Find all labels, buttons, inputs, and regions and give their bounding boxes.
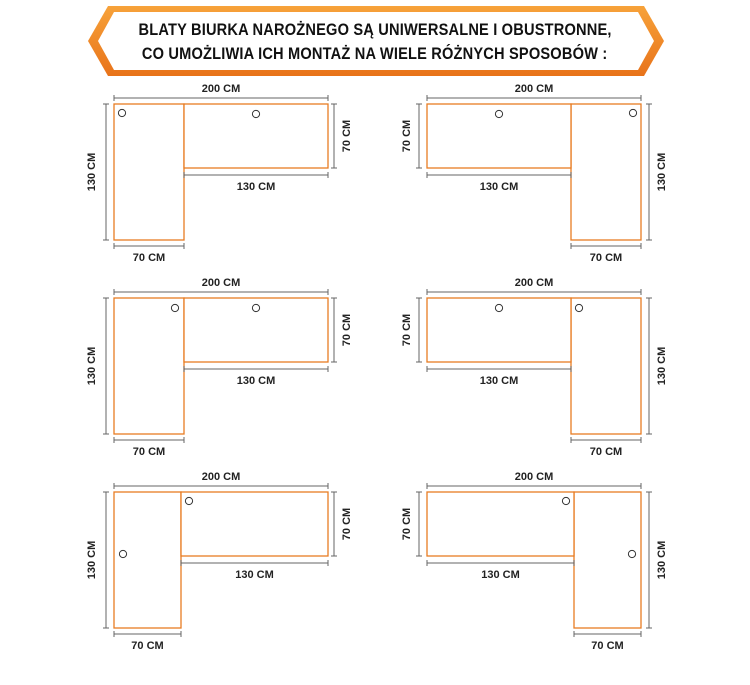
banner-line-1: BLATY BIURKA NAROŻNEGO SĄ UNIWERSALNE I … [138,20,612,39]
layout-2-dim-return-width-label: 70 CM [590,252,622,264]
layout-2-grommet-hole-2 [628,108,638,118]
layout-6-horizontal-panel [426,491,575,557]
banner-line-2: CO UMOŻLIWIA ICH MONTAŻ NA WIELE RÓŻNYCH… [142,44,608,63]
layout-4-grommet-hole-1 [494,303,504,313]
banner [88,6,664,76]
layout-2-vertical-panel [570,103,642,241]
layout-3-dim-depth-long-label: 130 CM [86,347,98,386]
layout-2-grommet-hole-1 [494,109,504,119]
layout-5-grommet-hole-2 [184,496,194,506]
layout-2-dim-total-width-label: 200 CM [515,83,554,95]
banner-text: BLATY BIURKA NAROŻNEGO SĄ UNIWERSALNE I … [110,12,640,72]
layout-1-grommet-hole-1 [117,108,127,118]
layout-1-dim-return-width-label: 70 CM [133,252,165,264]
layout-5-dim-depth-long-label: 130 CM [86,541,98,580]
layout-4-dim-depth-long-label: 130 CM [656,347,668,386]
layout-1-dim-total-width-label: 200 CM [202,83,241,95]
layout-4-dim-return-length-label: 130 CM [480,375,519,387]
layout-3-dim-return-length-label: 130 CM [237,375,276,387]
layout-3-grommet-hole-2 [251,303,261,313]
layout-6-dim-depth-short-label: 70 CM [401,508,413,540]
layout-3-dim-total-width-label: 200 CM [202,277,241,289]
layout-2-dim-depth-long-label: 130 CM [656,153,668,192]
layout-6-dim-return-width-label: 70 CM [591,640,623,652]
layout-4-dim-depth-short-label: 70 CM [401,314,413,346]
layout-1-dim-depth-short-label: 70 CM [341,120,353,152]
banner-inner [98,12,654,70]
layout-3-vertical-panel [113,297,185,435]
layout-6-dim-depth-long-label: 130 CM [656,541,668,580]
layout-4-dim-total-width-label: 200 CM [515,277,554,289]
layout-5-dim-return-length-label: 130 CM [235,569,274,581]
layout-3-grommet-hole-1 [170,303,180,313]
layout-4-grommet-hole-2 [574,303,584,313]
layout-4-dim-return-width-label: 70 CM [590,446,622,458]
layout-2-dim-return-length-label: 130 CM [480,181,519,193]
layout-6-dim-return-length-label: 130 CM [481,569,520,581]
layout-6-grommet-hole-2 [627,549,637,559]
layout-5-horizontal-panel [180,491,329,557]
layout-1-dim-depth-long-label: 130 CM [86,153,98,192]
layout-3-dim-depth-short-label: 70 CM [341,314,353,346]
layout-6-dim-total-width-label: 200 CM [515,471,554,483]
layout-6-grommet-hole-1 [561,496,571,506]
layout-1-grommet-hole-2 [251,109,261,119]
layout-5-dim-total-width-label: 200 CM [202,471,241,483]
layout-2-dim-depth-short-label: 70 CM [401,120,413,152]
layout-4-vertical-panel [570,297,642,435]
layout-1-dim-return-length-label: 130 CM [237,181,276,193]
layout-5-vertical-panel [113,491,182,629]
layout-5-dim-depth-short-label: 70 CM [341,508,353,540]
layout-5-dim-return-width-label: 70 CM [131,640,163,652]
layout-6-vertical-panel [573,491,642,629]
layout-3-dim-return-width-label: 70 CM [133,446,165,458]
layout-5-grommet-hole-1 [118,549,128,559]
layout-1-vertical-panel [113,103,185,241]
